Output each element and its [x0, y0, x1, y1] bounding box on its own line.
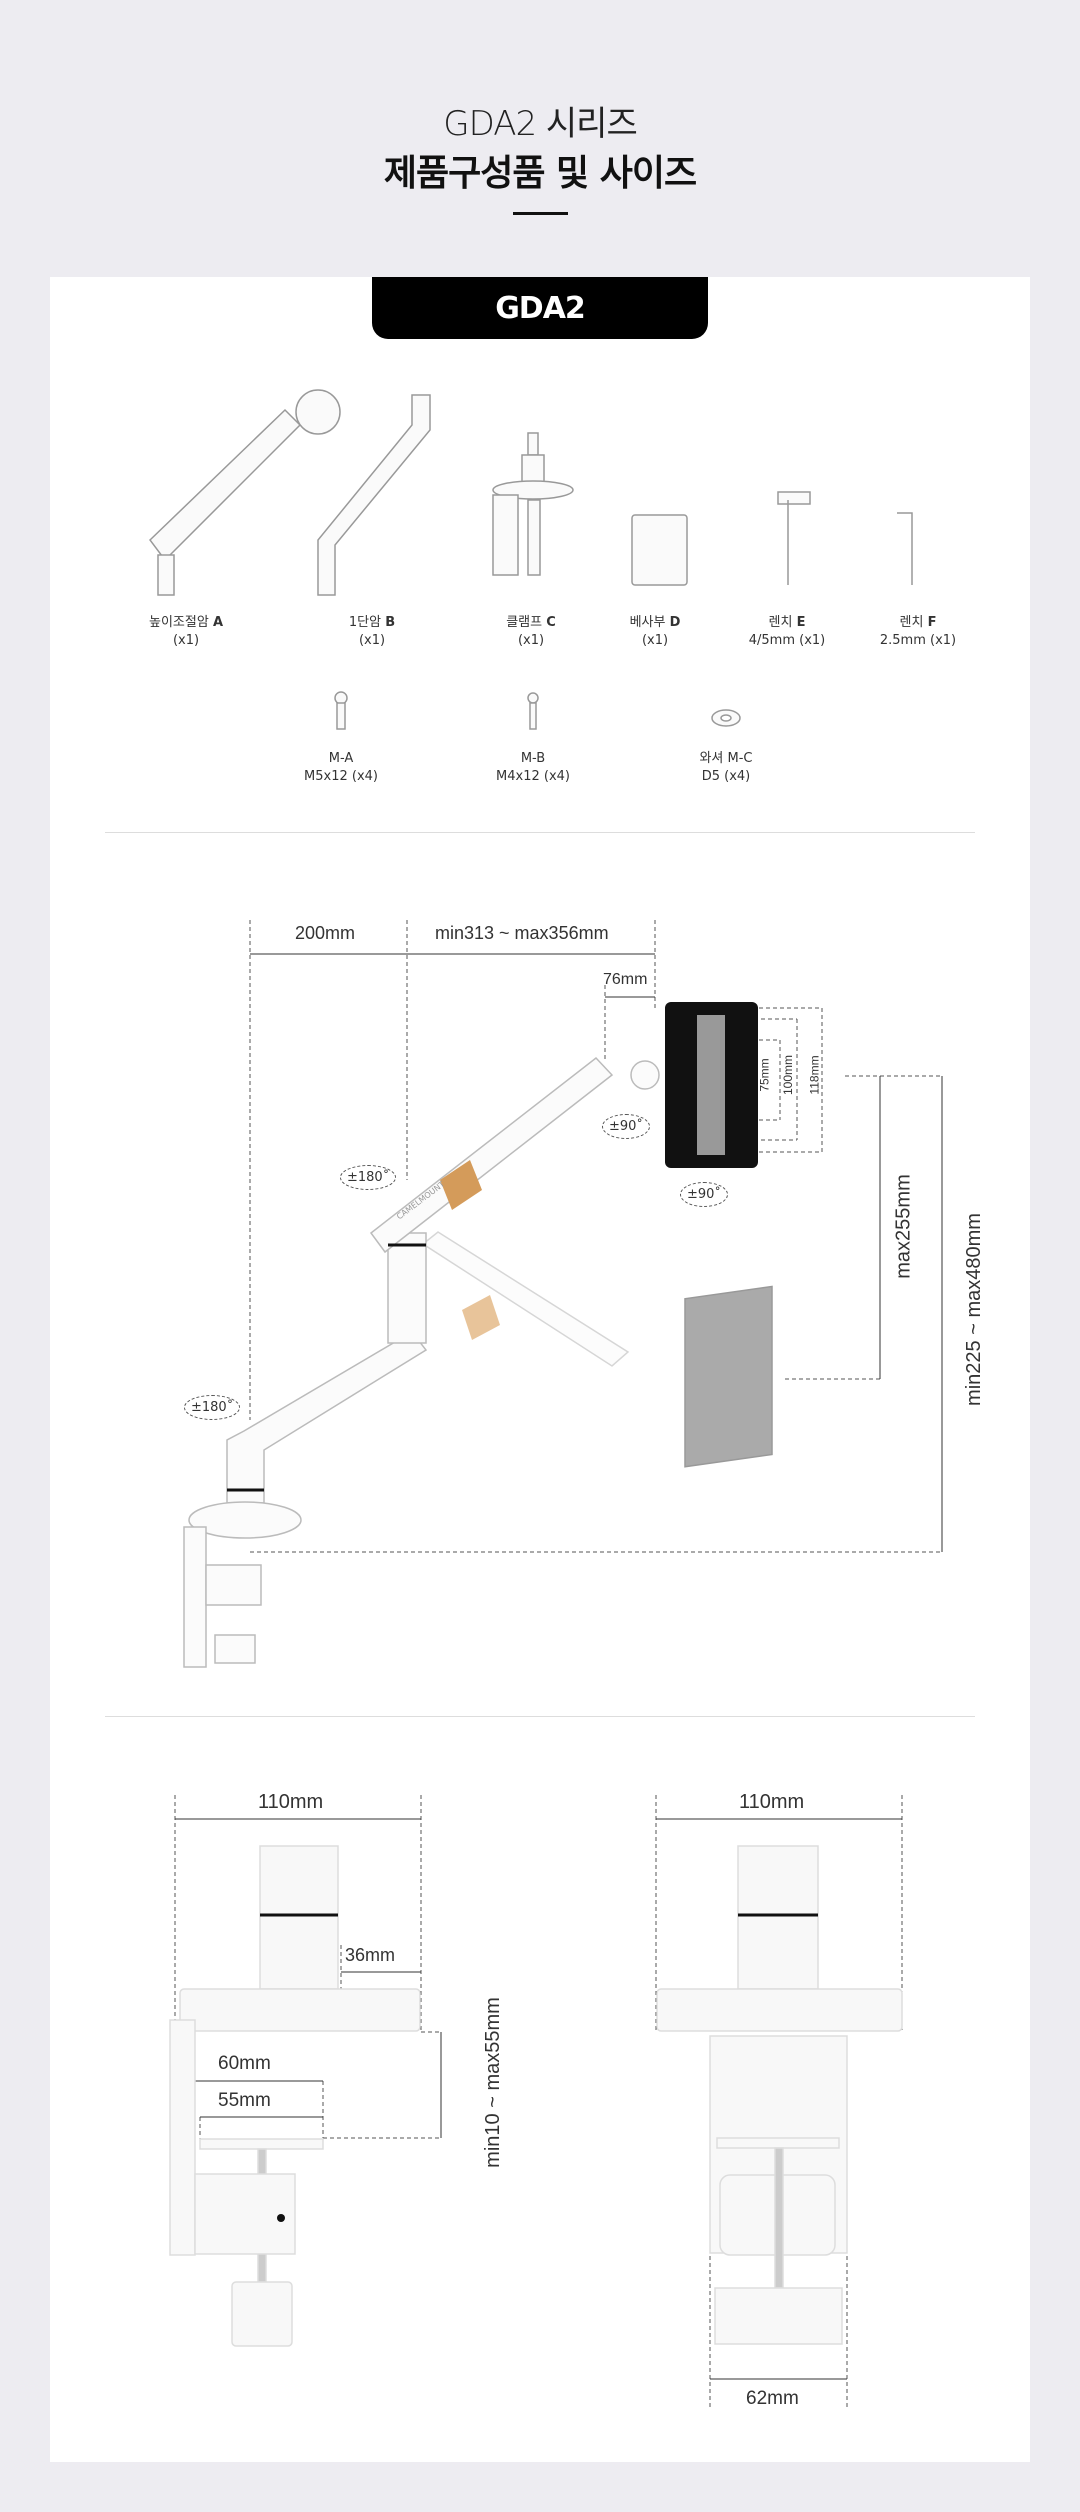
screw-ma-image — [334, 691, 348, 730]
part-label-a: 높이조절암 A (x1) — [106, 614, 266, 650]
part-qty: (x1) — [517, 633, 545, 648]
part-e-image — [777, 491, 811, 585]
dim-plate: 118mm — [807, 1055, 822, 1095]
model-tab: GDA2 — [372, 277, 708, 339]
page-subtitle: GDA2 시리즈 — [443, 104, 637, 144]
rotation-arm-badge: ±180˚ — [340, 1165, 397, 1190]
screw-label-mc: 와셔 M-C D5 (x4) — [646, 750, 806, 786]
part-d-image — [631, 514, 688, 586]
dim-depth-inner: 55mm — [218, 2090, 271, 2111]
tilt-badge: ±90˚ — [602, 1114, 650, 1139]
part-code: B — [385, 615, 396, 630]
screw-spec: M4x12 (x4) — [496, 769, 570, 784]
section-divider — [105, 1716, 975, 1717]
screw-label-ma: M-A M5x12 (x4) — [261, 750, 421, 786]
screw-label-mb: M-B M4x12 (x4) — [453, 750, 613, 786]
dim-clamp-width-front: 110mm — [739, 1791, 805, 1813]
dim-reach-arm: min313 ~ max356mm — [435, 923, 609, 943]
part-qty: (x1) — [641, 633, 669, 648]
part-code: F — [927, 615, 937, 630]
part-name: 클램프 — [506, 615, 543, 630]
washer-image — [711, 709, 741, 727]
swivel-badge: ±90˚ — [680, 1182, 728, 1207]
dim-column: 36mm — [345, 1945, 396, 1965]
screw-spec: D5 (x4) — [701, 769, 751, 784]
part-qty: (x1) — [358, 633, 386, 648]
screw-mb-image — [527, 692, 539, 730]
dim-reach-base: 200mm — [295, 923, 356, 943]
content-card — [50, 277, 1030, 2462]
part-code: C — [546, 615, 556, 630]
rotation-base-badge: ±180˚ — [184, 1395, 241, 1420]
part-a-image — [149, 389, 341, 596]
section-divider — [105, 832, 975, 833]
part-name: 렌치 — [899, 615, 924, 630]
dim-height: min225 ~ max480mm — [962, 1213, 985, 1406]
part-qty: 2.5mm (x1) — [879, 633, 957, 648]
part-label-d: 베사부 D(x1) — [575, 614, 735, 650]
part-qty: (x1) — [172, 633, 200, 648]
dim-depth-outer: 60mm — [218, 2053, 271, 2074]
title-divider — [513, 212, 568, 215]
dim-plate-width: 62mm — [746, 2388, 799, 2409]
part-label-b: 1단암 B (x1) — [292, 614, 452, 650]
part-f-image — [897, 512, 913, 585]
dim-vesa75: 75mm — [757, 1058, 772, 1092]
part-name: 1단암 — [348, 615, 382, 630]
screw-name: M-A — [328, 751, 354, 766]
part-name: 렌치 — [768, 615, 793, 630]
part-name: 높이조절암 — [148, 615, 209, 630]
dim-offset: 76mm — [603, 971, 648, 988]
part-b-image — [317, 394, 431, 596]
part-qty: 4/5mm (x1) — [748, 633, 826, 648]
dim-clamp-width-side: 110mm — [258, 1791, 324, 1813]
part-code: D — [669, 615, 681, 630]
screw-name: 와셔 M-C — [699, 751, 753, 766]
screw-spec: M5x12 (x4) — [304, 769, 378, 784]
part-c-image — [492, 432, 574, 576]
part-label-e: 렌치 E 4/5mm (x1) — [707, 614, 867, 650]
model-tab-label: GDA2 — [495, 290, 586, 326]
screw-name: M-B — [520, 751, 546, 766]
dim-lift: max255mm — [892, 1174, 915, 1279]
part-code: E — [796, 615, 806, 630]
part-label-c: 클램프 C(x1) — [451, 614, 611, 650]
dim-desk-thickness: min10 ~ max55mm — [481, 1997, 504, 2168]
part-name: 베사부 — [629, 615, 666, 630]
page-title: 제품구성품 및 사이즈 — [383, 153, 697, 194]
part-label-f: 렌치 F 2.5mm (x1) — [838, 614, 998, 650]
part-code: A — [212, 615, 223, 630]
dim-vesa100: 100mm — [781, 1054, 796, 1096]
